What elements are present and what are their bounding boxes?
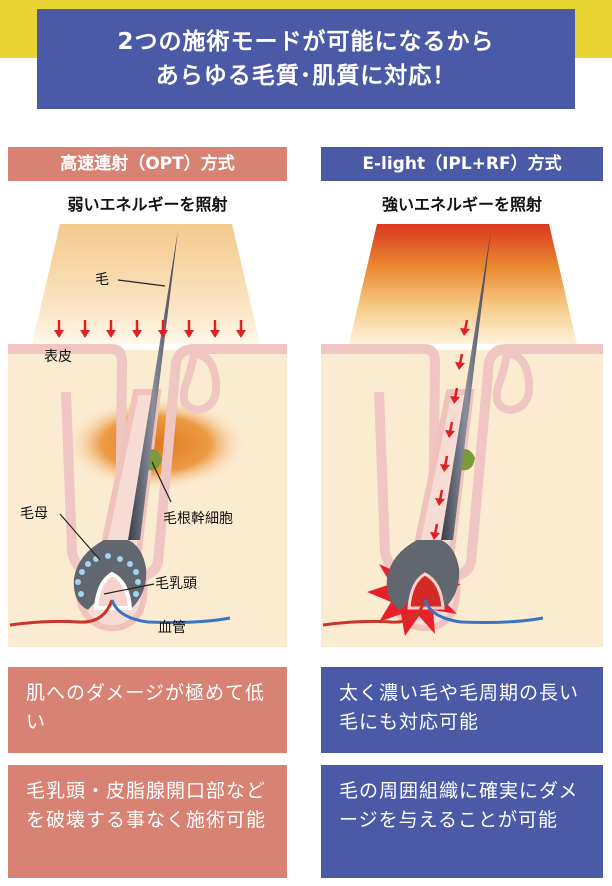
hair-shaft xyxy=(128,230,178,540)
title-line-2: あらゆる毛質･肌質に対応！ xyxy=(155,63,457,89)
benefit-box-elight-1: 太く濃い毛や毛周期の長い毛にも対応可能 xyxy=(321,667,603,753)
elight-hair-diagram xyxy=(321,224,603,647)
light-arrows xyxy=(54,320,246,338)
energy-label-weak: 弱いエネルギーを照射 xyxy=(67,195,228,214)
callout-hair: 毛 xyxy=(95,272,109,288)
hair-arrows xyxy=(430,319,470,540)
title-line-1: 2つの施術モードが可能になるから xyxy=(117,29,495,55)
sebaceous-gland xyxy=(179,349,221,415)
benefit-box-opt-1: 肌へのダメージが極めて低い xyxy=(8,667,287,753)
blood-vessel-blue xyxy=(110,599,231,624)
mode-label-elight: E-light（IPL+RF）方式 xyxy=(321,147,603,181)
blood-vessel-red xyxy=(322,599,427,627)
hair-shaft xyxy=(441,230,491,540)
benefit-box-opt-2: 毛乳頭・皮脂腺開口部などを破壊する事なく施術可能 xyxy=(8,765,287,878)
blood-vessel-blue xyxy=(423,599,544,624)
dermal-papilla xyxy=(93,571,133,610)
matrix-cells xyxy=(75,553,141,597)
opt-hair-diagram xyxy=(8,224,287,647)
callout-papilla: 毛乳頭 xyxy=(155,576,197,592)
title-banner: 2つの施術モードが可能になるから あらゆる毛質･肌質に対応！ xyxy=(37,9,575,109)
blood-vessel-red xyxy=(9,599,114,627)
sebaceous-gland xyxy=(492,349,534,415)
light-beam xyxy=(349,224,577,344)
callout-blood-vessel: 血管 xyxy=(158,620,186,636)
heat-glow xyxy=(66,398,246,490)
callout-stem-cell: 毛根幹細胞 xyxy=(163,511,233,527)
callout-hair-matrix: 毛母 xyxy=(20,506,48,522)
mode-label-opt: 高速連射（OPT）方式 xyxy=(8,147,287,181)
energy-label-strong: 強いエネルギーを照射 xyxy=(381,195,542,214)
benefit-box-elight-2: 毛の周囲組織に確実にダメージを与えることが可能 xyxy=(321,765,603,878)
callout-epidermis: 表皮 xyxy=(44,349,72,365)
dermal-papilla xyxy=(407,572,445,610)
